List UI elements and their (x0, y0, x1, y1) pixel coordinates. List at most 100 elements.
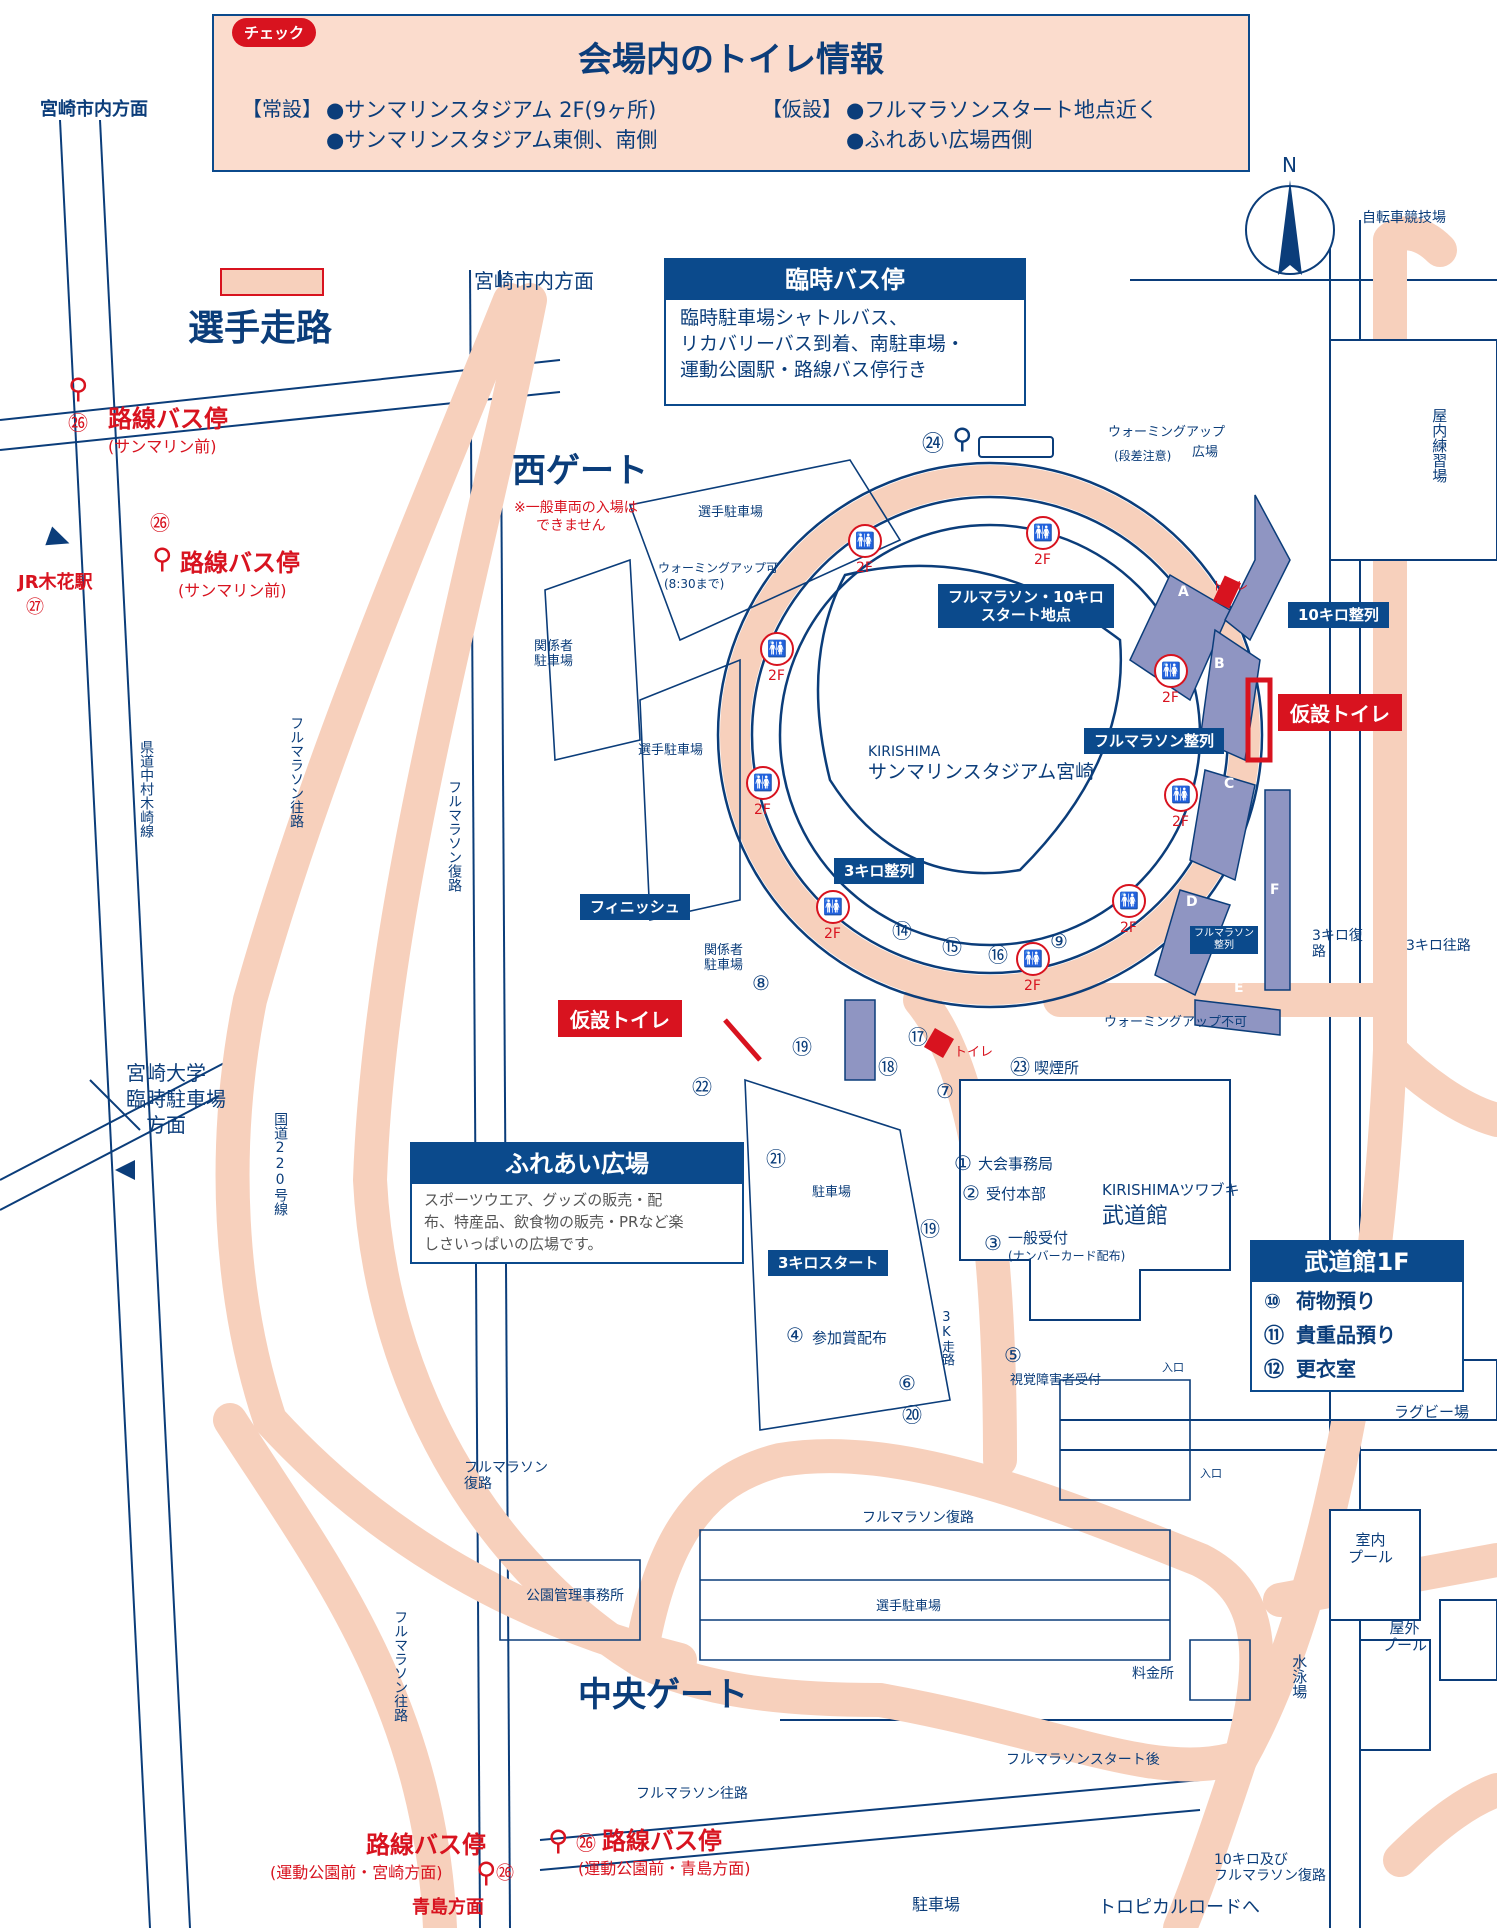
toilet-icon: 🚻 (760, 632, 794, 666)
west-gate-note-1: ※一般車両の入場は (514, 500, 638, 516)
toilet-icon: 🚻 (848, 524, 882, 558)
item-10: 荷物預り (1296, 1289, 1376, 1313)
temp-bus-title: 臨時バス停 (666, 260, 1024, 300)
temp-toilet-marks (723, 677, 1273, 1062)
compass-north: N (1282, 153, 1297, 177)
tag-full-10k-start: フルマラソン・10キロスタート地点 (938, 584, 1114, 628)
pin-icon: ⚲ (152, 542, 173, 575)
stadium-name-ja: サンマリンスタジアム宮崎 (868, 761, 1095, 783)
budokan-en: KIRISHIMAツワブキ (1102, 1181, 1240, 1199)
p2: 受付本部 (986, 1185, 1047, 1203)
dir-univ-1: 宮崎大学 (126, 1061, 206, 1085)
p3: 一般受付 (1008, 1229, 1069, 1247)
dir-univ-3: 方面 (146, 1113, 186, 1137)
bicycle-track: 自転車競技場 (1362, 210, 1446, 226)
parking-2: 駐車場 (912, 1895, 961, 1914)
threek-route: 3キロ往路 (1406, 938, 1471, 954)
prefectural-road: 県道中村木崎線 (138, 740, 155, 838)
item-10-num: ⑩ (1264, 1289, 1281, 1313)
toilet-floor: 2F (1162, 690, 1179, 706)
player-parking-1: 選手駐車場 (698, 505, 764, 520)
zone-d: D (1186, 894, 1198, 910)
dir-univ-2: 臨時駐車場 (126, 1087, 226, 1111)
fureai-desc-3: しさいっぱいの広場です。 (424, 1235, 603, 1253)
tag-3k-start: 3キロスタート (768, 1250, 889, 1276)
p22-num: ㉒ (692, 1075, 712, 1099)
pin-icon: ⚲ (952, 422, 973, 455)
toilet-floor: 2F (1172, 814, 1189, 830)
toll-booth: 料金所 (1132, 1666, 1174, 1682)
warmup-plaza-1: ウォーミングアップ (1108, 425, 1226, 440)
central-gate: 中央ゲート (578, 1675, 748, 1715)
tag-finish: フィニッシュ (580, 894, 690, 920)
warmup-plaza-2: (段差注意) (1114, 449, 1172, 463)
toilet-info-box: チェック 会場内のトイレ情報 【常設】 ●サンマリンスタジアム 2F(9ヶ所) … (212, 14, 1250, 172)
toilet-icon: 🚻 (1016, 942, 1050, 976)
full-return-1: フルマラソン復路 (446, 780, 463, 892)
check-badge: チェック (232, 18, 317, 47)
bus-stop-num-3: ㉖ (496, 1863, 514, 1884)
player-parking-3: 選手駐車場 (876, 1599, 942, 1614)
dir-aoshima: 青島方面 (412, 1897, 484, 1918)
warmup-ok-2: (8:30まで) (664, 577, 725, 591)
road-lines (0, 119, 1497, 1928)
bus-icon (978, 436, 1054, 458)
toilet-floor: 2F (1024, 978, 1041, 994)
p8-num: ⑧ (752, 971, 770, 995)
tag-temp-toilet-west: 仮設トイレ (558, 1000, 682, 1037)
toilet-icon: 🚻 (1164, 778, 1198, 812)
bus-stop-park-miyazaki: (運動公園前・宮崎方面) (270, 1863, 443, 1882)
p4: 参加賞配布 (812, 1329, 888, 1347)
p17-num: ⑰ (908, 1025, 928, 1049)
p18-num: ⑱ (878, 1055, 898, 1079)
dir-jr-kibana: JR木花駅 (18, 572, 93, 593)
item-11: 貴重品預り (1296, 1323, 1396, 1347)
full-outbound-3: フルマラソン往路 (636, 1786, 748, 1802)
parking-lots (499, 459, 1251, 1701)
outdoor-pool: 屋外 プール (1382, 1619, 1428, 1655)
staff-parking-2: 関係者駐車場 (704, 943, 744, 973)
full-outbound-1: フルマラソン往路 (288, 716, 305, 828)
p19-num: ⑲ (792, 1035, 812, 1059)
pin-icon: ⚲ (548, 1824, 569, 1857)
staff-parking-1: 関係者駐車場 (534, 639, 574, 669)
p4-num: ④ (786, 1323, 804, 1347)
runner-route (213, 216, 1497, 1928)
toilet-floor: 2F (856, 560, 873, 576)
toilet-icon: 🚻 (1112, 884, 1146, 918)
indoor-practice: 屋内練習場 (1430, 408, 1449, 483)
p3-sub: (ナンバーカード配布) (1008, 1249, 1126, 1263)
fureai-desc-1: スポーツウエア、グッズの販売・配 (424, 1191, 663, 1209)
full-return-3: フルマラソン復路 (862, 1510, 974, 1526)
compass (1245, 180, 1335, 275)
p9-num: ⑨ (1050, 929, 1068, 953)
budokan-panel: 武道館1F ⑩ 荷物預り ⑪ 貴重品預り ⑫ 更衣室 (1250, 1240, 1464, 1392)
zone-e: E (1234, 980, 1244, 996)
route-arrows (45, 526, 135, 1180)
tenk-full-return: 10キロ及びフルマラソン復路 (1214, 1852, 1326, 1885)
warmup-ok-1: ウォーミングアップ可 (658, 561, 779, 575)
fureai-panel: ふれあい広場 スポーツウエア、グッズの販売・配 布、特産品、飲食物の販売・PRな… (410, 1142, 744, 1264)
threek-return: 3キロ復路 (1312, 928, 1363, 961)
indoor-pool: 室内 プール (1348, 1531, 1394, 1567)
bus-stop-label-3: 路線バス停 (366, 1831, 486, 1859)
toilet-icon: 🚻 (746, 766, 780, 800)
budokan-panel-title: 武道館1F (1252, 1242, 1462, 1282)
tag-full-lineup: フルマラソン整列 (1084, 728, 1225, 754)
dir-miyazaki-city-center: 宮崎市内方面 (474, 269, 594, 293)
player-parking-2: 選手駐車場 (638, 743, 704, 758)
bus-stop-num-2: ㉖ (150, 511, 170, 535)
item-11-num: ⑪ (1264, 1323, 1284, 1347)
full-return-2: フルマラソン復路 (464, 1460, 548, 1493)
item-12-num: ⑫ (1264, 1357, 1284, 1381)
p6-num: ⑥ (898, 1371, 916, 1395)
bus-stop-label: 路線バス停 (108, 405, 228, 433)
p15-num: ⑮ (942, 935, 962, 959)
p1-num: ① (954, 1151, 972, 1175)
temp-bus-line1: 臨時駐車場シャトルバス、 (680, 307, 909, 329)
threek-run: 3K走路 (938, 1310, 954, 1366)
toilet-icon: 🚻 (816, 890, 850, 924)
p21-num: ㉑ (766, 1147, 786, 1171)
dir-tropical-road: トロピカルロードへ (1098, 1897, 1260, 1918)
